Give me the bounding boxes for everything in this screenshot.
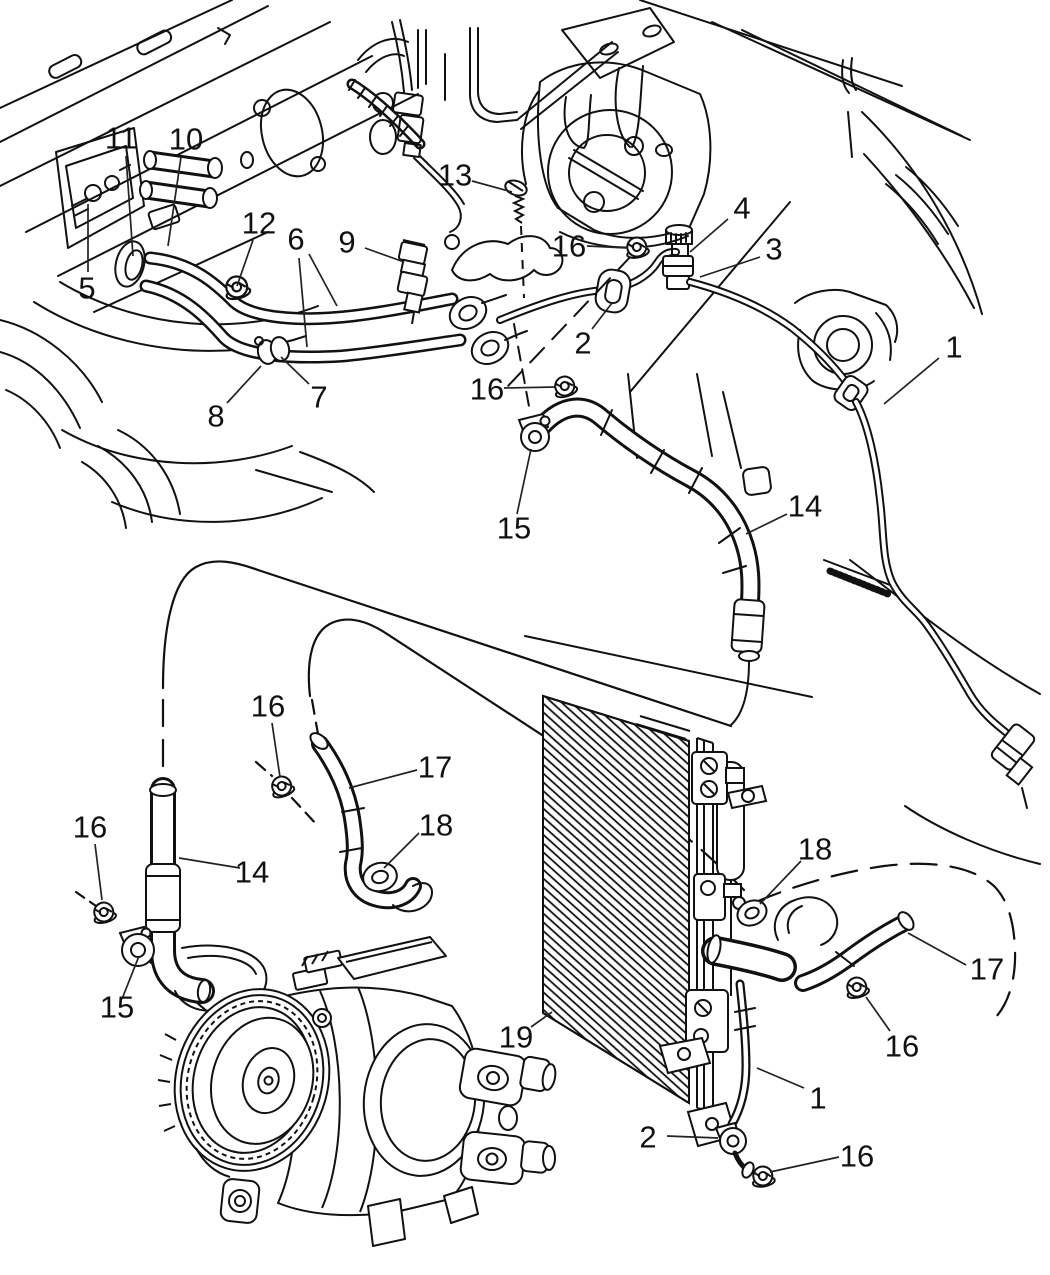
charge-valve-4 [665, 224, 693, 257]
callout-label-14: 14 [788, 489, 822, 524]
line-fitting-3 [662, 255, 694, 290]
line-fitting-ring [470, 331, 510, 365]
callout-label-16: 16 [73, 810, 107, 845]
callout-label-17: 17 [418, 750, 452, 785]
callout-leader-16 [769, 1156, 840, 1173]
callout-leader-16 [94, 843, 103, 901]
callout-label-2: 2 [639, 1120, 656, 1155]
grommet-18 [362, 861, 398, 893]
callout-leader-10 [167, 156, 182, 247]
condenser-19 [542, 694, 714, 1113]
liquid-line-1 [496, 224, 1036, 809]
line-end-fitting [990, 723, 1036, 771]
callout-leader-19 [530, 1011, 553, 1028]
callout-leader-3 [699, 256, 761, 278]
callout-leader-14 [745, 513, 788, 535]
callout-leader-17 [348, 769, 418, 789]
hose-17-left [309, 732, 433, 913]
callout-leader-17 [907, 932, 967, 966]
callout-label-17: 17 [970, 952, 1004, 987]
callout-leader-13 [471, 180, 513, 193]
callout-leader-2 [666, 1135, 719, 1139]
nut-16 [842, 974, 872, 1002]
line-clip-8 [269, 336, 291, 362]
callout-label-15: 15 [100, 990, 134, 1025]
callout-leader-1 [756, 1067, 805, 1089]
callout-label-14: 14 [235, 855, 269, 890]
callout-leader-2 [591, 302, 613, 330]
callout-label-12: 12 [242, 206, 276, 241]
callout-label-1: 1 [809, 1081, 826, 1116]
callout-leader-7 [280, 356, 310, 385]
callout-leader-15 [516, 448, 532, 515]
callout-label-16: 16 [470, 372, 504, 407]
pipe-14-lower [118, 777, 268, 1012]
callout-label-13: 13 [438, 158, 472, 193]
compressor-connector [292, 936, 447, 991]
body-structure-lines [0, 0, 1041, 865]
nut-12 [221, 272, 253, 303]
callout-leader-16 [271, 722, 281, 778]
callout-leader-6 [308, 253, 338, 307]
compressor-ports [458, 1047, 557, 1186]
callout-label-16: 16 [552, 229, 586, 264]
callout-label-6: 6 [287, 222, 304, 257]
callout-label-7: 7 [310, 380, 327, 415]
insulator-clamp-2 [594, 268, 632, 314]
callout-leader-12 [236, 239, 254, 287]
line-clamp-2 [714, 1121, 747, 1155]
compressor [157, 936, 557, 1247]
callout-leader-16 [503, 386, 557, 389]
callout-label-4: 4 [733, 191, 750, 226]
pressure-sensor-9 [396, 239, 429, 325]
callout-leader-6 [298, 257, 308, 348]
callout-leader-18 [383, 832, 420, 869]
suction-hose-14-upper [513, 323, 766, 726]
liquid-line-1-lower [714, 979, 756, 1179]
callout-label-10: 10 [169, 122, 203, 157]
callout-leader-9 [364, 247, 405, 263]
cowl-vent-opening [55, 127, 145, 249]
grommet-18 [736, 899, 768, 927]
callout-leader-15 [121, 955, 140, 1000]
callout-leader-4 [689, 218, 729, 253]
callout-leader-16 [586, 245, 629, 249]
callout-label-19: 19 [499, 1020, 533, 1055]
callout-leader-1 [883, 357, 940, 405]
callout-label-16: 16 [251, 689, 285, 724]
callout-label-2: 2 [574, 326, 591, 361]
callout-label-15: 15 [497, 511, 531, 546]
callout-leader-16 [865, 996, 891, 1032]
hose-17-right [701, 896, 915, 992]
nut-16 [267, 772, 297, 801]
line-clamp [833, 375, 869, 411]
callout-label-3: 3 [765, 232, 782, 267]
callout-leader-11 [125, 155, 134, 257]
callout-label-18: 18 [798, 832, 832, 867]
callout-leader-14 [178, 857, 241, 869]
callout-label-1: 1 [945, 330, 962, 365]
callout-label-11: 11 [105, 121, 137, 156]
line-fitting-ring [448, 296, 488, 330]
screw-13 [504, 179, 528, 299]
callout-leader-18 [759, 860, 802, 905]
hose-bracket [773, 896, 839, 946]
callout-label-9: 9 [338, 225, 355, 260]
compressor-pulley [173, 988, 331, 1172]
receiver-drier-brackets [658, 751, 768, 1148]
hose-clamp-15 [118, 925, 155, 967]
callout-label-18: 18 [419, 808, 453, 843]
callout-label-8: 8 [207, 399, 224, 434]
callout-label-16: 16 [840, 1139, 874, 1174]
callout-leader-8 [226, 365, 262, 404]
callout-label-16: 16 [885, 1029, 919, 1064]
heater-tubes [114, 150, 223, 288]
callout-label-5: 5 [78, 271, 95, 306]
line-bracket [450, 235, 564, 282]
hose-clamp-15 [517, 412, 551, 452]
